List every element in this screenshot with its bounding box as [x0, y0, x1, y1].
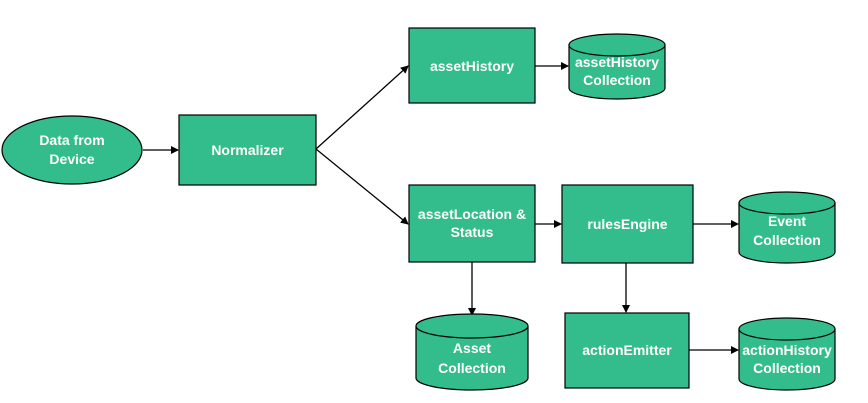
- data-from-device-label-line2: Device: [49, 151, 94, 167]
- asset-collection-cylinder-top: [415, 313, 529, 339]
- asset-history-collection-label-line1: assetHistory: [575, 54, 659, 70]
- data-from-device-label-line1: Data from: [39, 132, 104, 148]
- action-emitter-label: actionEmitter: [582, 342, 672, 358]
- event-collection-node: Event Collection: [738, 191, 836, 264]
- action-emitter-box: [564, 312, 690, 389]
- asset-history-node: assetHistory: [408, 27, 536, 104]
- action-emitter-node: actionEmitter: [564, 312, 690, 389]
- asset-location-status-label-line1: assetLocation &: [418, 206, 526, 222]
- action-history-collection-label-line1: actionHistory: [742, 342, 832, 358]
- normalizer-label: Normalizer: [211, 142, 284, 158]
- asset-history-collection-node: assetHistory Collection: [568, 33, 666, 100]
- edges: [143, 62, 739, 354]
- event-collection-cylinder-body: [738, 203, 836, 264]
- action-history-collection-cylinder-top: [738, 317, 836, 341]
- asset-collection-node: Asset Collection: [415, 313, 529, 391]
- data-from-device-ellipse: [1, 115, 143, 185]
- event-collection-cylinder-top: [738, 191, 836, 215]
- normalizer-box: [178, 114, 317, 186]
- event-collection-label-line1: Event: [768, 213, 806, 229]
- asset-history-collection-cylinder-body: [568, 45, 666, 100]
- action-history-collection-node: actionHistory Collection: [738, 317, 836, 391]
- edge-normalizer-to-asset-location: [315, 148, 409, 225]
- action-history-collection-cylinder-body: [738, 329, 836, 391]
- rules-engine-node: rulesEngine: [561, 184, 694, 264]
- asset-history-collection-label-line2: Collection: [583, 72, 651, 88]
- asset-collection-cylinder-body: [415, 326, 529, 391]
- asset-collection-label-line1: Asset: [453, 340, 491, 356]
- data-from-device-node: Data from Device: [1, 115, 143, 185]
- asset-location-status-node: assetLocation & Status: [408, 184, 536, 263]
- asset-collection-label-line2: Collection: [438, 360, 506, 376]
- asset-location-status-box: [408, 184, 536, 263]
- rules-engine-label: rulesEngine: [587, 216, 667, 232]
- asset-history-box: [408, 27, 536, 104]
- action-history-collection-label-line2: Collection: [753, 360, 821, 376]
- asset-location-status-label-line2: Status: [451, 224, 494, 240]
- edge-normalizer-to-asset-history: [315, 65, 409, 150]
- rules-engine-box: [561, 184, 694, 264]
- normalizer-node: Normalizer: [178, 114, 317, 186]
- asset-history-label: assetHistory: [430, 58, 514, 74]
- asset-history-collection-cylinder-top: [568, 33, 666, 57]
- event-collection-label-line2: Collection: [753, 232, 821, 248]
